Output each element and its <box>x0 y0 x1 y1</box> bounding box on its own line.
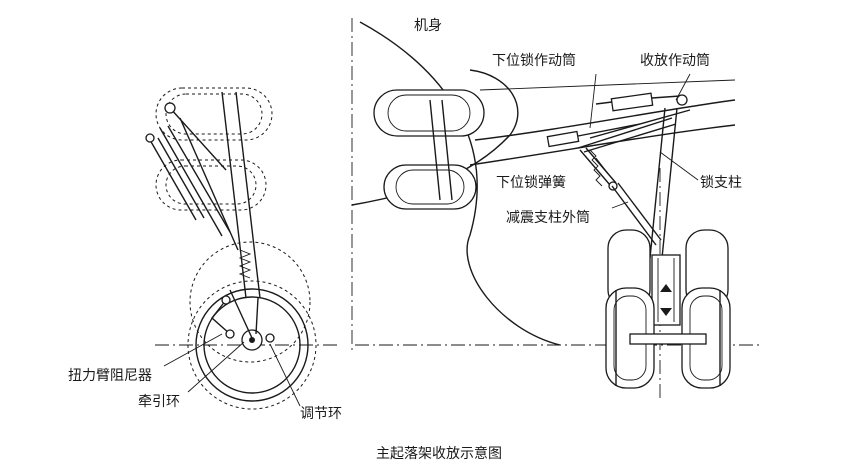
label-adjust-ring: 调节环 <box>300 406 342 422</box>
front-view-wheels <box>605 229 731 389</box>
stowed-wheels <box>373 89 485 210</box>
lock-strut <box>577 117 677 191</box>
left-main-strut <box>145 91 261 299</box>
left-stowed-wheels <box>155 87 273 211</box>
label-retract-actuator: 收放作动筒 <box>640 53 710 69</box>
shock-strut <box>611 107 681 326</box>
label-fuselage: 机身 <box>414 18 442 34</box>
label-downlock-spring: 下位锁弹簧 <box>496 175 566 191</box>
figure-caption: 主起落架收放示意图 <box>376 446 502 462</box>
actuators <box>546 92 691 148</box>
label-tow-ring: 牵引环 <box>138 394 180 410</box>
label-lock-strut: 锁支柱 <box>700 175 742 191</box>
fuselage-outline <box>351 21 736 346</box>
label-downlock-actuator: 下位锁作动筒 <box>492 53 576 69</box>
label-torsion-damper: 扭力臂阻尼器 <box>68 368 152 384</box>
label-shock-strut-outer: 减震支柱外筒 <box>506 210 590 226</box>
leader-lines <box>163 73 699 407</box>
left-wheel <box>187 241 317 410</box>
